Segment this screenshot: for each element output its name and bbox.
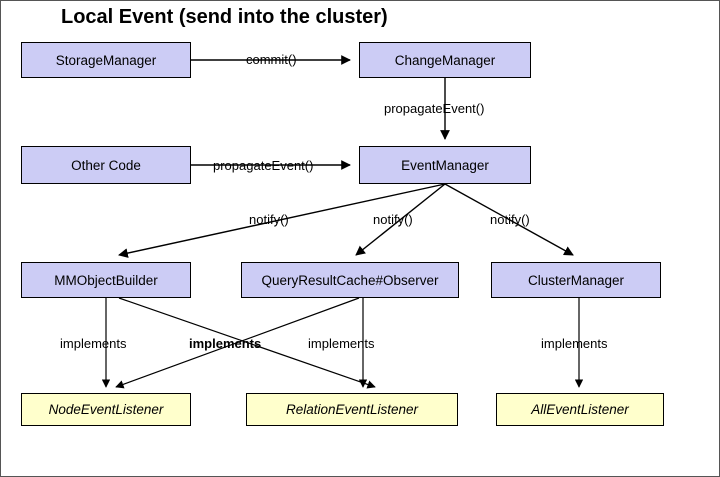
node-label: EventManager — [401, 157, 489, 173]
edge-label-commit: commit() — [246, 52, 297, 67]
edge-label-implements-mmobject-node: implements — [60, 336, 127, 351]
node-label: MMObjectBuilder — [54, 272, 158, 288]
node-node-event-listener[interactable]: NodeEventListener — [21, 393, 191, 426]
node-event-manager[interactable]: EventManager — [359, 146, 531, 184]
node-cluster-manager[interactable]: ClusterManager — [491, 262, 661, 298]
node-all-event-listener[interactable]: AllEventListener — [496, 393, 664, 426]
edge-label-notify-mmobject: notify() — [249, 212, 289, 227]
edge-label-propagate-event-change: propagateEvent() — [384, 101, 485, 116]
edge-implements-mmobject-relation — [118, 297, 376, 389]
node-change-manager[interactable]: ChangeManager — [359, 42, 531, 78]
node-label: ClusterManager — [527, 272, 625, 288]
edge-notify-mmobject — [118, 183, 446, 258]
node-other-code[interactable]: Other Code — [21, 146, 191, 184]
edge-notify-clustermanager — [444, 183, 574, 256]
edge-label-notify-queryresultcache: notify() — [373, 212, 413, 227]
node-label: NodeEventListener — [48, 402, 164, 417]
edge-label-implements-clustermanager-all: implements — [541, 336, 608, 351]
node-label: StorageManager — [55, 52, 157, 68]
edge-label-implements-queryresultcache-node: implements — [189, 336, 262, 351]
node-label: Other Code — [71, 157, 141, 173]
node-storage-manager[interactable]: StorageManager — [21, 42, 191, 78]
page-title: Local Event (send into the cluster) — [61, 6, 388, 28]
node-label: QueryResultCache#Observer — [261, 272, 439, 288]
node-mmobject-builder[interactable]: MMObjectBuilder — [21, 262, 191, 298]
node-label: AllEventListener — [531, 402, 629, 417]
node-label: ChangeManager — [394, 52, 496, 68]
edge-label-propagate-event-other: propagateEvent() — [213, 158, 314, 173]
edge-label-notify-clustermanager: notify() — [490, 212, 530, 227]
node-query-result-cache-observer[interactable]: QueryResultCache#Observer — [241, 262, 459, 298]
edge-label-implements-queryresultcache-relation: implements — [308, 336, 375, 351]
edge-notify-queryresultcache — [355, 183, 446, 256]
node-relation-event-listener[interactable]: RelationEventListener — [246, 393, 458, 426]
edge-implements-queryresultcache-node — [115, 297, 360, 389]
node-label: RelationEventListener — [285, 402, 419, 417]
